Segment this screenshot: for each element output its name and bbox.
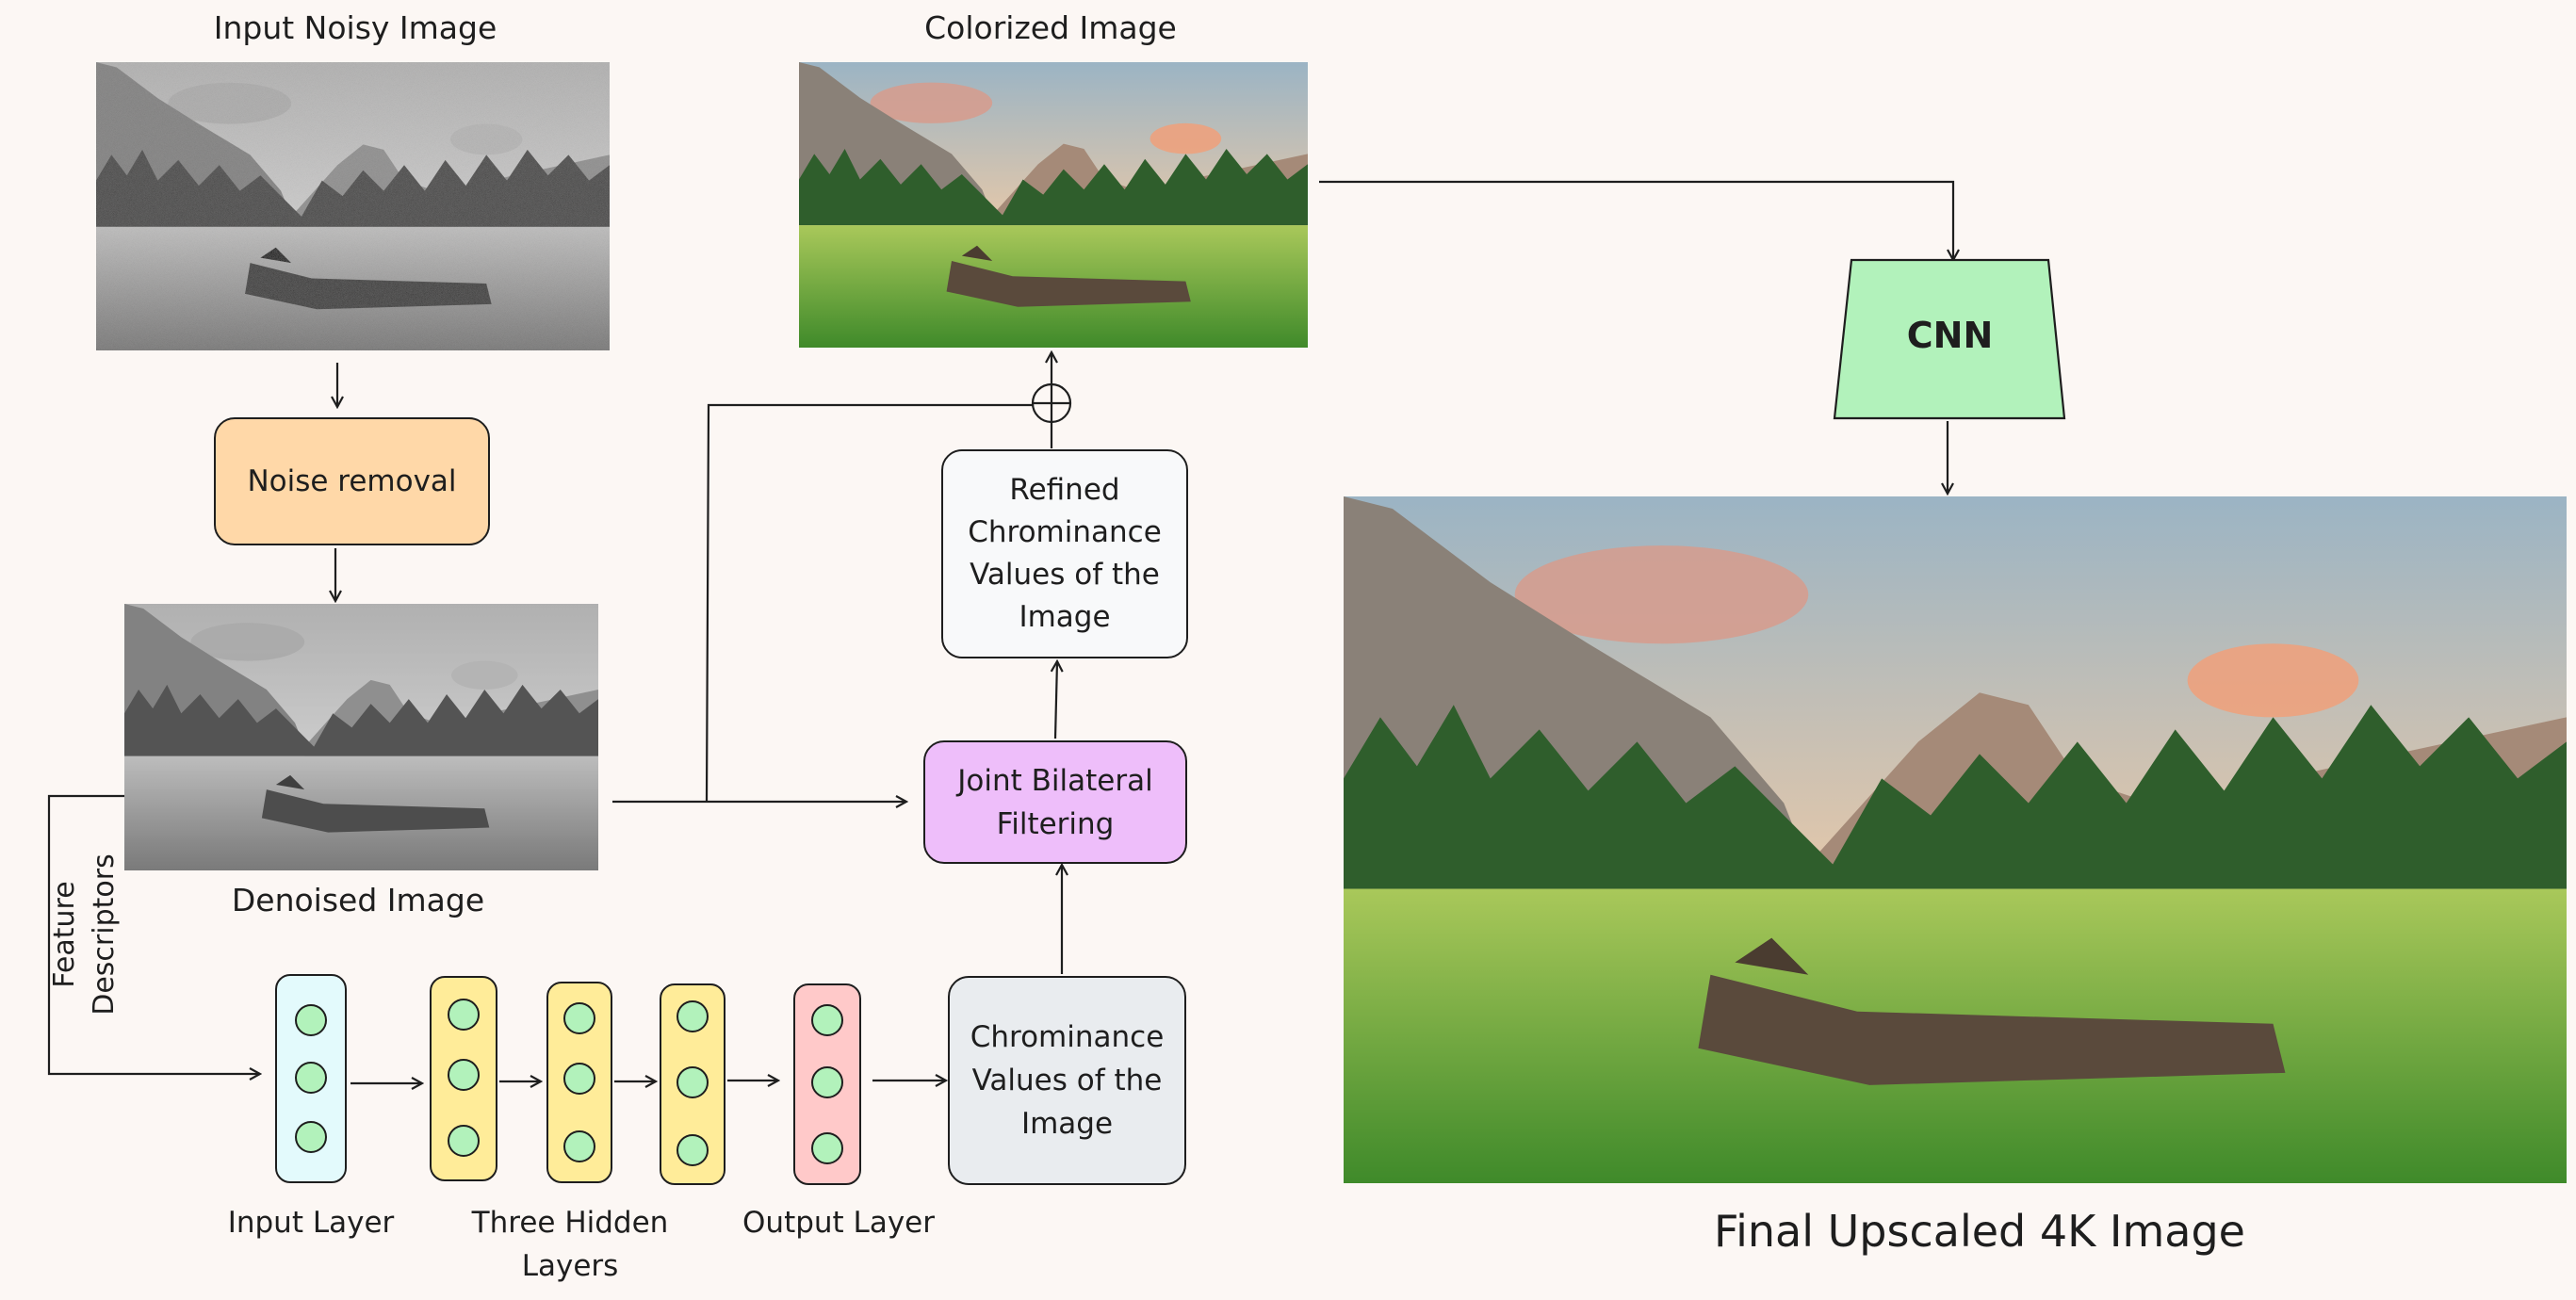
final-label: Final Upscaled 4K Image [1714, 1206, 2245, 1257]
arrow-jbf-to-refined [1055, 661, 1057, 739]
cnn-label: CNN [1906, 315, 1994, 356]
output-node-2 [811, 1066, 843, 1098]
input-layer-column [275, 974, 347, 1183]
jbf-line1: Joint Bilateral [957, 763, 1153, 798]
hidden-layer-1-column [430, 976, 497, 1181]
jbf-line2: Filtering [996, 806, 1115, 841]
hidden2-node-2 [563, 1063, 595, 1095]
refined-line4: Image [1019, 600, 1111, 634]
hidden-layers-label-line1: Three Hidden [471, 1206, 669, 1240]
arrow-feature-descriptors [47, 794, 260, 1074]
arrow-colorized-to-cnn [1319, 180, 1953, 260]
hidden2-node-1 [563, 1002, 595, 1034]
cnn-block [1833, 258, 2066, 420]
hidden-layers-label-line2: Layers [521, 1249, 619, 1283]
hidden-layer-3-column [660, 983, 726, 1185]
hidden3-node-2 [677, 1066, 709, 1098]
input-layer-label: Input Layer [227, 1206, 395, 1240]
sum-junction-icon [1031, 382, 1072, 424]
input-noisy-image [96, 62, 610, 350]
input-node-3 [295, 1121, 327, 1153]
feature-descriptors-label: Feature Descriptors [45, 831, 124, 1038]
refined-line1: Refined [1009, 473, 1120, 507]
hidden2-node-3 [563, 1130, 595, 1162]
input-node-2 [295, 1062, 327, 1094]
joint-bilateral-filtering-box: Joint Bilateral Filtering [923, 740, 1187, 864]
noise-removal-text: Noise removal [247, 464, 457, 498]
refined-line2: Chrominance [968, 515, 1162, 549]
chroma-line2: Values of the [971, 1064, 1163, 1097]
denoised-label: Denoised Image [231, 882, 485, 918]
hidden3-node-3 [677, 1134, 709, 1166]
denoised-image [124, 604, 598, 870]
output-node-3 [811, 1132, 843, 1164]
refined-chrominance-box: Refined Chrominance Values of the Image [941, 449, 1188, 658]
output-layer-label: Output Layer [742, 1206, 935, 1240]
input-node-1 [295, 1004, 327, 1036]
hidden1-node-2 [448, 1059, 480, 1091]
chroma-line1: Chrominance [970, 1020, 1165, 1054]
chroma-line3: Image [1020, 1107, 1114, 1141]
branch-to-junction [705, 403, 1033, 803]
hidden1-node-1 [448, 999, 480, 1031]
output-node-1 [811, 1004, 843, 1036]
colorized-label: Colorized Image [924, 9, 1177, 46]
chrominance-values-box: Chrominance Values of the Image [948, 976, 1186, 1185]
feature-label-line1: Feature [48, 881, 81, 988]
noise-removal-box: Noise removal [214, 417, 490, 545]
input-noisy-label: Input Noisy Image [213, 9, 497, 46]
hidden1-node-3 [448, 1125, 480, 1157]
colorized-image [799, 62, 1308, 348]
refined-line3: Values of the [970, 558, 1160, 592]
final-upscaled-image [1344, 496, 2567, 1183]
hidden-layer-2-column [546, 982, 612, 1183]
feature-label-line2: Descriptors [88, 853, 121, 1016]
hidden3-node-1 [677, 1000, 709, 1032]
output-layer-column [793, 983, 861, 1185]
